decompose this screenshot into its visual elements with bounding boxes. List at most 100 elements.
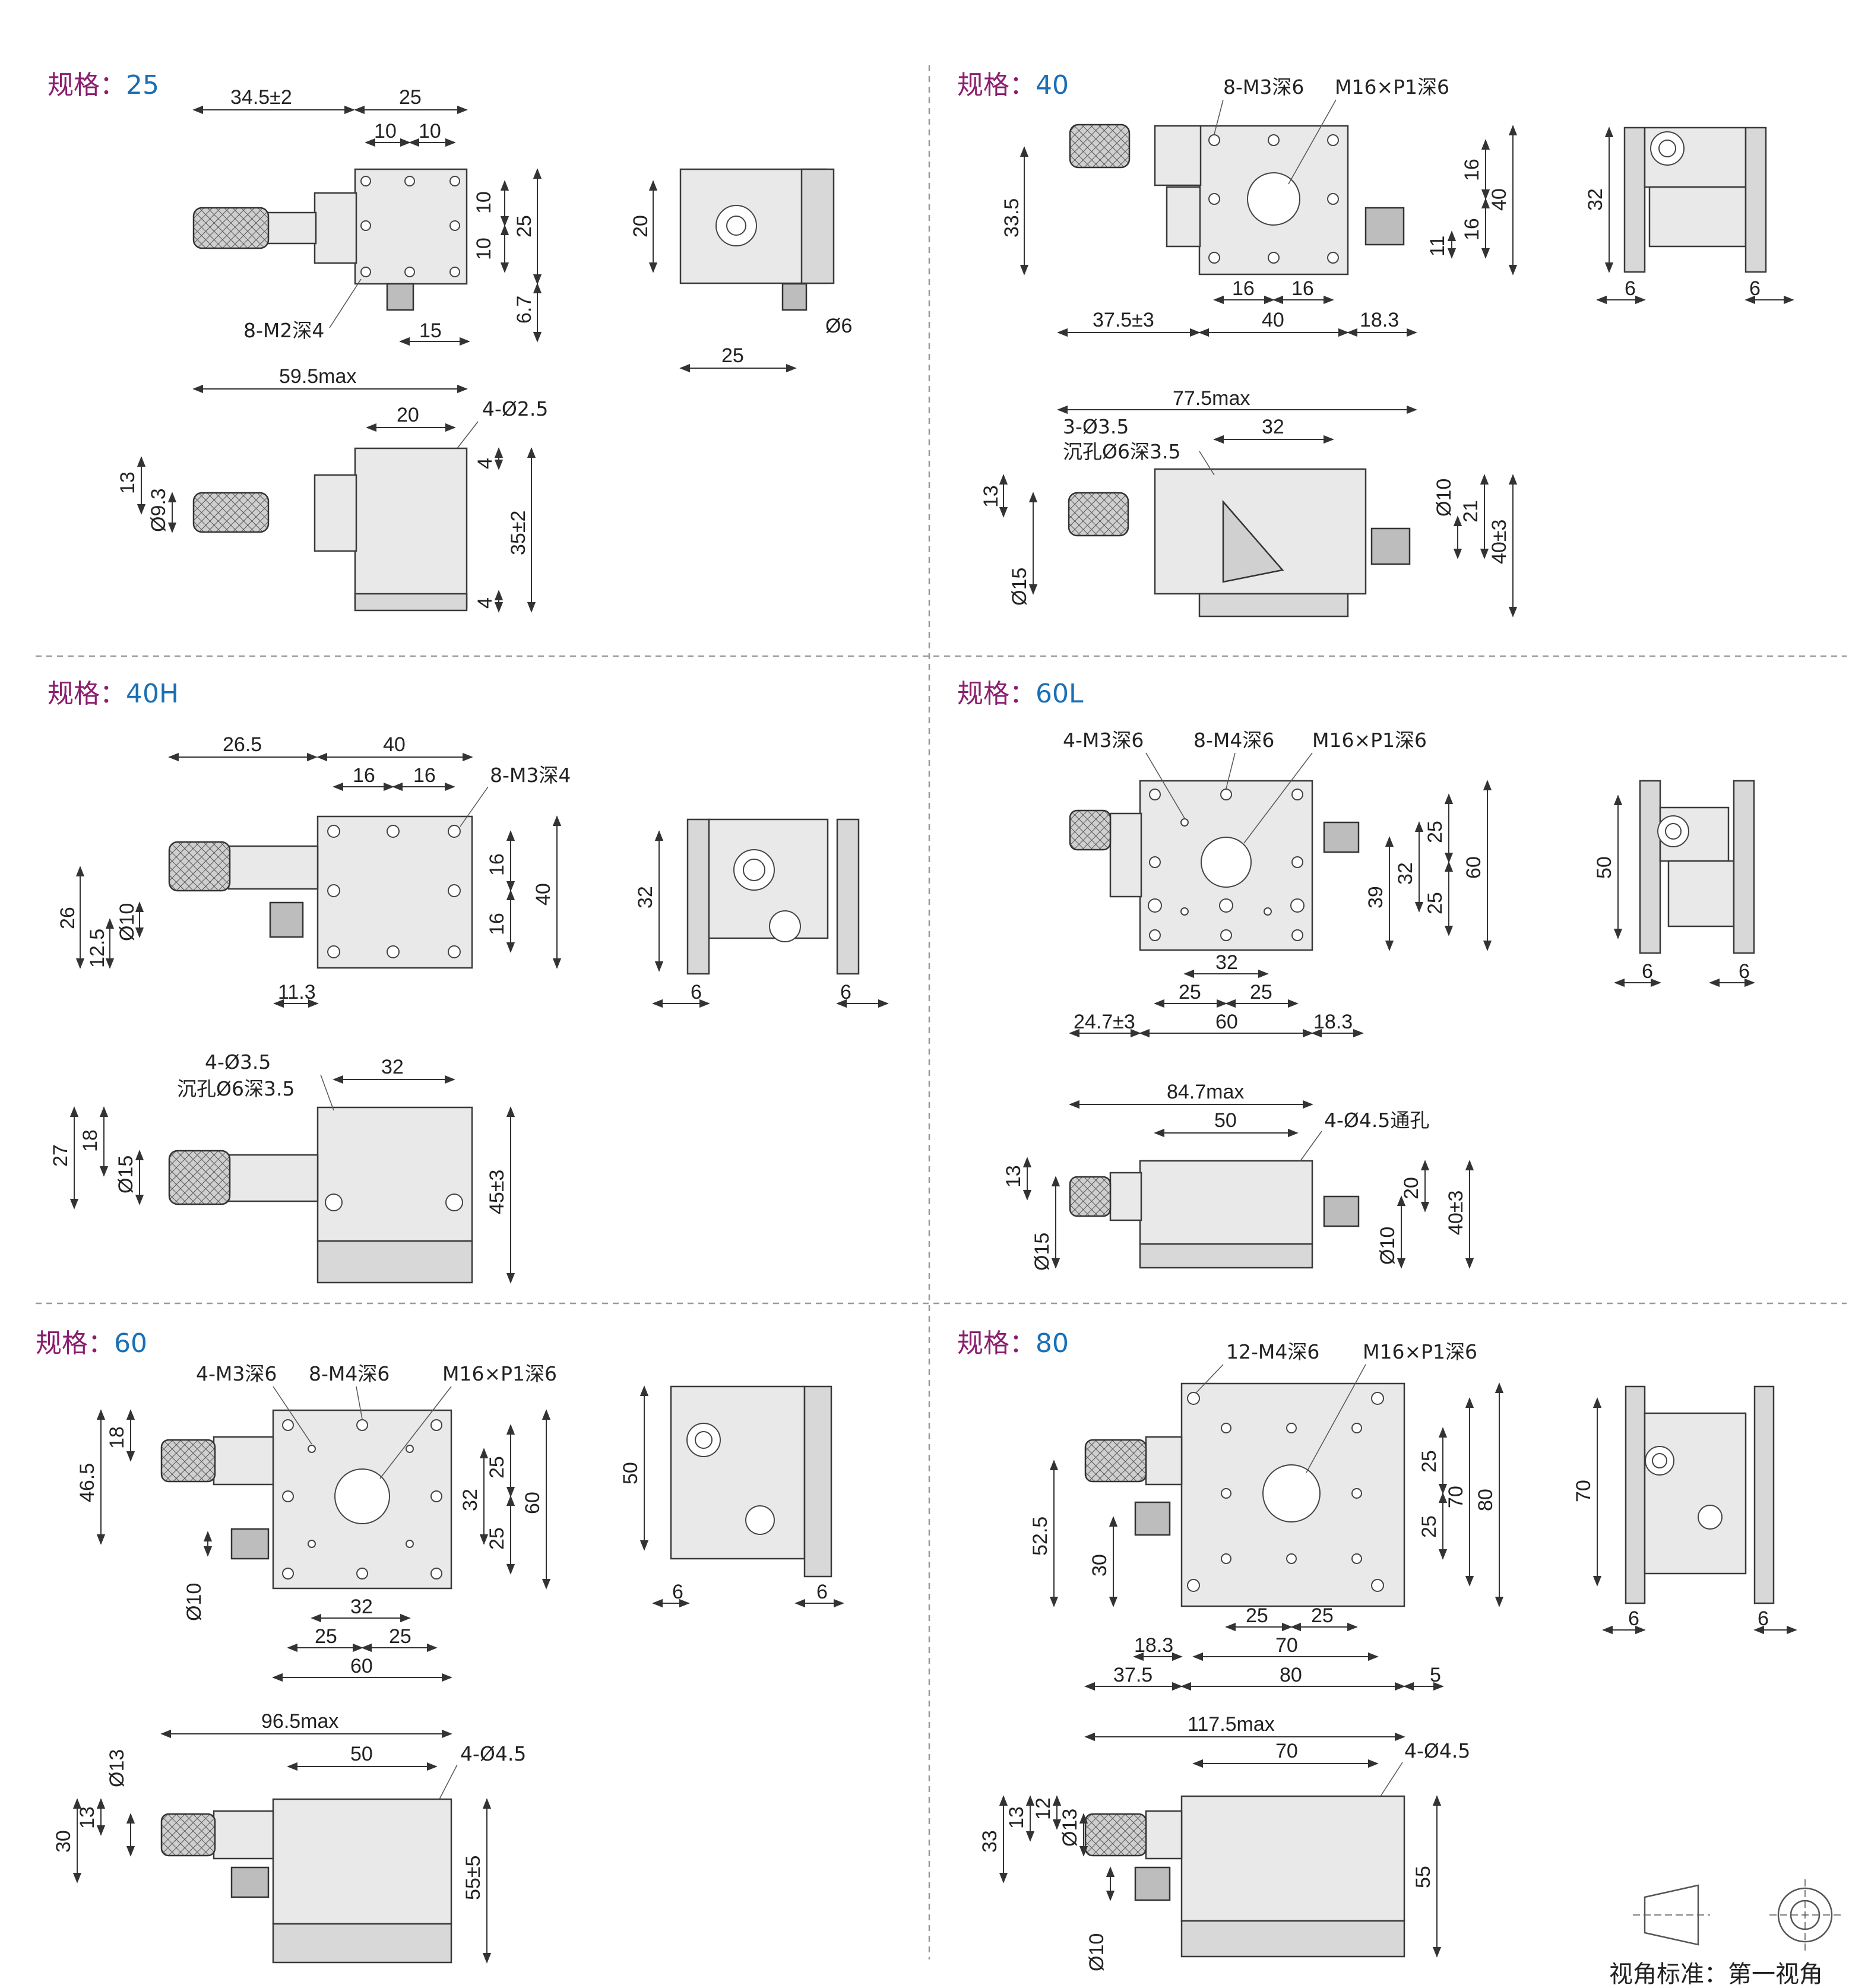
micrometer-body-80 xyxy=(1145,1436,1183,1486)
lower-block-40 xyxy=(1166,186,1201,248)
dim-label: 16 xyxy=(1461,218,1483,240)
lock-screw-front-60L[interactable] xyxy=(1323,1195,1360,1227)
micrometer-knob-front-60L[interactable] xyxy=(1069,1176,1112,1217)
dim-label: 16 xyxy=(1291,277,1314,300)
callout-note: 4-Ø3.5 xyxy=(205,1050,271,1074)
dim-label: 32 xyxy=(1584,188,1607,211)
dim-label: 4 xyxy=(474,458,496,469)
lock-screw-front-80[interactable] xyxy=(1134,1866,1171,1901)
panel-spec-40H: 规格：40H 26.5 40 16 16 8-M3深4 26 12.5 Ø10 … xyxy=(48,679,889,1284)
dim-label: 59.5max xyxy=(279,365,356,388)
dim-label: 55±5 xyxy=(462,1856,485,1900)
micrometer-knob-40H[interactable] xyxy=(168,841,231,892)
micrometer-knob-front-80[interactable] xyxy=(1084,1813,1147,1857)
panel-spec-40: 规格：40 8-M3深6 M16×P1深6 33.5 16 40 16 11 1… xyxy=(957,70,1794,618)
dim-label: 18.3 xyxy=(1313,1011,1353,1033)
dim-label: 35±2 xyxy=(507,511,530,555)
dim-label: 13 xyxy=(76,1806,99,1829)
callout-note: 沉孔Ø6深3.5 xyxy=(1063,440,1180,463)
dim-label: 6 xyxy=(1628,1607,1639,1630)
panel-title-25: 规格：25 xyxy=(48,70,159,100)
dim-label: 80 xyxy=(1280,1664,1302,1686)
dim-label: 60 xyxy=(350,1655,373,1677)
side-body-60 xyxy=(670,1385,806,1560)
dim-label: 6 xyxy=(816,1581,828,1603)
mounting-holes-60 xyxy=(282,1419,442,1579)
lock-screw-40[interactable] xyxy=(1364,207,1405,246)
dim-label: 13 xyxy=(116,471,139,494)
micrometer-knob-25[interactable] xyxy=(192,207,270,249)
dim-label: 18.3 xyxy=(1360,309,1399,331)
dim-label: 25 xyxy=(1424,821,1446,843)
projection-circles-icon xyxy=(1777,1887,1833,1943)
dim-label: 32 xyxy=(1215,951,1238,974)
dim-label: 25 xyxy=(1250,981,1272,1004)
micrometer-knob-front-40H[interactable] xyxy=(168,1150,231,1205)
panel-spec-60: 规格：60 4-M3深6 8-M4深6 M16×P1深6 18 46.5 25 … xyxy=(36,1328,844,1964)
micrometer-knob-front-40[interactable] xyxy=(1068,492,1129,537)
dim-label: 25 xyxy=(399,86,422,109)
dim-label: 25 xyxy=(1418,1515,1440,1538)
side-plate-right-80 xyxy=(1753,1385,1775,1604)
side-plate-left-40 xyxy=(1623,126,1646,273)
lock-screw-40H[interactable] xyxy=(269,901,304,938)
center-hole-60 xyxy=(334,1468,390,1524)
projection-symbol: 视角标准：第一视角 xyxy=(1609,1879,1841,1988)
stage-top-25 xyxy=(354,168,468,285)
lock-screw-front-40[interactable] xyxy=(1370,527,1411,565)
dim-label: 13 xyxy=(1005,1806,1028,1829)
dim-label: 6 xyxy=(1642,960,1653,983)
dim-label: 40±3 xyxy=(1445,1191,1467,1235)
dim-label: 16 xyxy=(353,764,375,787)
dim-label: 30 xyxy=(52,1830,75,1853)
stage-front-25 xyxy=(354,447,468,609)
base-front-25 xyxy=(354,593,468,612)
stage-front-40H xyxy=(316,1106,473,1242)
micrometer-body-front-60L xyxy=(1109,1172,1142,1221)
side-body-80 xyxy=(1644,1412,1747,1575)
lock-screw-80[interactable] xyxy=(1134,1501,1171,1536)
dim-label: 37.5 xyxy=(1113,1664,1153,1686)
dim-label: 6 xyxy=(691,981,702,1004)
dim-label: 12 xyxy=(1032,1797,1055,1820)
dim-label: Ø15 xyxy=(1008,568,1031,606)
micrometer-sleeve-40H xyxy=(227,845,319,890)
dim-label: 40 xyxy=(1488,188,1511,211)
dim-label: 96.5max xyxy=(261,1710,338,1733)
dim-label: 21 xyxy=(1459,500,1482,523)
dim-label: 20 xyxy=(1400,1177,1423,1199)
panel-title-60L: 规格：60L xyxy=(957,679,1084,709)
callout-note: M16×P1深6 xyxy=(442,1362,557,1385)
micrometer-knob-60[interactable] xyxy=(160,1439,216,1483)
callout-note: 4-M3深6 xyxy=(1063,729,1144,752)
lock-screw-60L[interactable] xyxy=(1323,821,1360,853)
dim-label: 6 xyxy=(672,1581,683,1603)
side-plate-right-60L xyxy=(1733,780,1755,954)
micrometer-knob-60L[interactable] xyxy=(1069,809,1112,851)
micrometer-knob-80[interactable] xyxy=(1084,1439,1147,1483)
lock-screw-side-25[interactable] xyxy=(781,283,808,311)
dim-label: 37.5±3 xyxy=(1093,309,1154,331)
dim-label: 80 xyxy=(1474,1489,1497,1511)
dim-label: 5 xyxy=(1430,1664,1441,1686)
dim-label: 25 xyxy=(721,344,744,367)
dim-label: 25 xyxy=(1179,981,1201,1004)
lock-screw-25[interactable] xyxy=(386,283,414,311)
dim-label: 70 xyxy=(1275,1634,1298,1657)
micrometer-sleeve-front-60 xyxy=(213,1810,274,1860)
dim-label: 25 xyxy=(513,215,536,238)
dim-label: 18 xyxy=(106,1426,128,1449)
stage-front-80 xyxy=(1180,1795,1405,1922)
micrometer-knob-40[interactable] xyxy=(1069,124,1131,169)
callout-note: 4-Ø4.5 xyxy=(460,1742,526,1765)
callout-note: 3-Ø3.5 xyxy=(1063,415,1129,438)
dim-label: 26.5 xyxy=(223,733,262,756)
micrometer-knob-front-25[interactable] xyxy=(192,492,270,533)
lock-screw-60[interactable] xyxy=(230,1528,270,1560)
dim-label: 77.5max xyxy=(1173,387,1250,410)
micrometer-knob-front-60[interactable] xyxy=(160,1813,216,1857)
dim-label: 25 xyxy=(315,1625,337,1648)
lock-screw-front-60[interactable] xyxy=(230,1866,270,1898)
dim-label: 25 xyxy=(389,1625,411,1648)
